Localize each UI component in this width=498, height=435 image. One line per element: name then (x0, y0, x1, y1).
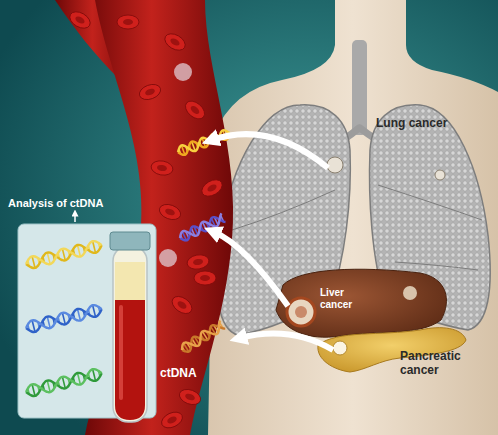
white-blood-cell (159, 249, 177, 267)
dna-rung (93, 305, 96, 317)
red-blood-cell-center (157, 164, 168, 172)
red-blood-cell (67, 8, 93, 31)
red-blood-cell-center (164, 207, 175, 216)
organ-label: Lung cancer (376, 117, 466, 131)
red-blood-cell-center (184, 392, 195, 401)
liver-tumor-core (295, 306, 307, 318)
red-blood-cell-center (169, 37, 181, 47)
red-blood-cell-rim (169, 293, 195, 317)
release-arrow (240, 334, 333, 350)
red-blood-cell-rim (150, 159, 174, 177)
red-blood-cell-rim (177, 387, 202, 408)
red-blood-cell-center (193, 258, 204, 266)
red-blood-cell-rim (186, 253, 210, 271)
red-blood-cell-rim (194, 271, 216, 285)
dna-rung (62, 377, 65, 389)
red-blood-cell-center (189, 104, 201, 115)
red-blood-cell-center (123, 19, 133, 25)
dna-rung (78, 309, 81, 321)
red-blood-cell-rim (199, 176, 225, 199)
dna-rung (47, 317, 50, 329)
red-blood-cell-rim (182, 98, 208, 123)
dna-rung (47, 253, 50, 265)
red-blood-cell (169, 293, 195, 317)
organ-label: Liver cancer (320, 287, 362, 310)
red-blood-cell-rim (157, 202, 182, 223)
dna-strand (26, 369, 102, 392)
dna-strand (26, 305, 102, 328)
red-blood-cell-center (166, 415, 178, 425)
red-blood-cell (177, 387, 202, 408)
ctdna-fragment (182, 321, 225, 352)
dna-rung (62, 249, 65, 261)
dna-sample (26, 305, 102, 332)
red-blood-cell-center (74, 15, 86, 25)
red-blood-cell (157, 202, 182, 223)
dna-strand (26, 241, 102, 264)
dna-rung (62, 313, 65, 325)
red-blood-cell (186, 253, 210, 271)
red-blood-cell-center (206, 183, 218, 193)
white-blood-cell (174, 63, 192, 81)
dna-rung (32, 384, 35, 396)
tube-blood (115, 300, 145, 420)
liver (276, 269, 446, 337)
dna-rung (78, 373, 81, 385)
dna-sample (26, 241, 102, 268)
red-blood-cell-rim (159, 409, 185, 431)
red-blood-cell (182, 98, 208, 123)
tube-plasma (115, 262, 145, 300)
organ-label: Pancreatic cancer (400, 350, 478, 378)
red-blood-cell-rim (162, 30, 188, 53)
red-blood-cell-center (200, 275, 210, 281)
red-blood-cell-rim (67, 8, 93, 31)
ctdna-label: ctDNA (160, 367, 205, 381)
liver-tumor (287, 298, 315, 326)
red-blood-cell-rim (137, 82, 162, 103)
dna-rung (32, 320, 35, 332)
lung-tumor (435, 170, 445, 180)
red-blood-cell (199, 176, 225, 199)
dna-strand (182, 321, 220, 350)
red-blood-cell-rim (117, 15, 139, 29)
torso-silhouette (208, 0, 498, 435)
trachea (352, 40, 367, 135)
panel-arrow (74, 213, 76, 222)
lung-tumor (327, 157, 343, 173)
dna-strand (178, 130, 230, 152)
red-blood-cell-center (144, 87, 155, 96)
red-blood-cell (194, 271, 216, 285)
pancreas-tumor (333, 341, 347, 355)
release-arrow (214, 232, 288, 306)
liver-spot (403, 286, 417, 300)
red-blood-cell (150, 159, 174, 177)
dna-rung (32, 256, 35, 268)
tube-glass (113, 246, 147, 422)
lung-fissures (232, 185, 482, 270)
dna-rung (78, 245, 81, 257)
red-blood-cell (137, 82, 162, 103)
tube-cap (110, 232, 150, 250)
ctdna-fragment (178, 130, 230, 155)
red-blood-cell-center (176, 300, 188, 311)
red-blood-cell (117, 15, 139, 29)
dna-sample (26, 369, 102, 396)
dna-rung (47, 381, 50, 393)
dna-rung (93, 369, 96, 381)
dna-rung (93, 241, 96, 253)
panel-heading: Analysis of ctDNA (8, 197, 128, 210)
tube-highlight (119, 305, 123, 400)
red-blood-cell (162, 30, 188, 53)
red-blood-cell (159, 409, 185, 431)
release-arrow (212, 134, 328, 168)
